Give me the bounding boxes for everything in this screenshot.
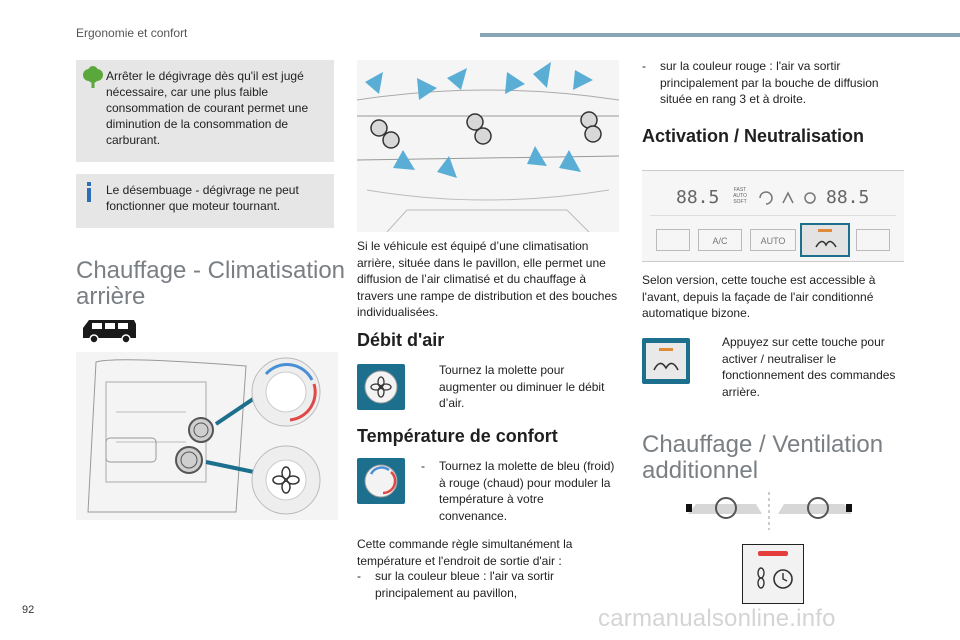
activation-title: Activation / Neutralisation bbox=[642, 126, 865, 146]
additional-title: Chauffage / Ventilation additionnel bbox=[642, 431, 884, 484]
red-setting-text: sur la couleur rouge : l'air va sortir p… bbox=[660, 59, 879, 106]
fan-speed-icon bbox=[802, 191, 818, 210]
rear-controls-button-tile bbox=[642, 338, 690, 384]
info-note-text: Le désembuage - dégivrage ne peut foncti… bbox=[106, 183, 299, 213]
watermark: carmanualsonline.info bbox=[598, 605, 836, 632]
info-icon bbox=[82, 180, 96, 208]
page-number: 92 bbox=[22, 604, 35, 616]
red-setting-item: - sur la couleur rouge : l'air va sortir… bbox=[642, 58, 904, 108]
heater-fan-icon bbox=[757, 567, 765, 589]
blue-setting-item: - sur la couleur bleue : l'air va sortir… bbox=[357, 568, 619, 601]
tree-icon bbox=[82, 66, 104, 94]
eco-note-text: Arrêter le dégivrage dès qu'il est jugé … bbox=[106, 69, 309, 147]
rear-heating-title: Chauffage - Climatisation arrière bbox=[76, 257, 346, 310]
temperature-knob-tile bbox=[357, 458, 405, 504]
blue-setting-marker: - bbox=[357, 569, 361, 583]
activation-text: Appuyez sur cette touche pour activer / … bbox=[722, 335, 896, 399]
airflow-text: Tournez la molette pour augmenter ou dim… bbox=[439, 363, 605, 410]
right-temp-readout: 88.5 bbox=[826, 187, 870, 208]
rear-defrost-button[interactable] bbox=[656, 229, 690, 251]
front-defrost-button[interactable] bbox=[856, 229, 890, 251]
airflow-knob-tile bbox=[357, 364, 405, 410]
left-temp-readout: 88.5 bbox=[676, 187, 720, 208]
comfort-temp-instruction: - Tournez la molette de bleu (froid) à r… bbox=[421, 458, 615, 524]
section-header: Ergonomie et confort bbox=[76, 26, 188, 40]
roof-vents-illustration bbox=[356, 60, 620, 237]
blue-setting-text: sur la couleur bleue : l'air va sortir p… bbox=[375, 569, 555, 600]
activation-instruction: Appuyez sur cette touche pour activer / … bbox=[704, 334, 904, 400]
rear-heating-intro: Si le véhicule est équipé d’une climatis… bbox=[357, 239, 618, 319]
recirculation-icon bbox=[758, 191, 774, 210]
front-climate-panel: 88.5 FAST AUTO SOFT 88.5 A/C AUTO bbox=[642, 170, 904, 262]
comfort-temp-note: Cette commande règle simultanément la te… bbox=[357, 537, 573, 568]
ac-button[interactable]: A/C bbox=[698, 229, 742, 251]
comfort-temp-title: Température de confort bbox=[357, 426, 558, 446]
activation-description: Selon version, cette touche est accessib… bbox=[642, 273, 876, 320]
rear-controls-illustration bbox=[76, 352, 338, 525]
header-bar bbox=[480, 33, 960, 37]
airflow-title: Débit d'air bbox=[357, 330, 445, 350]
air-distribution-icon bbox=[780, 191, 796, 210]
mode-readout: FAST AUTO SOFT bbox=[733, 187, 747, 205]
red-setting-marker: - bbox=[642, 59, 646, 73]
airflow-instruction: Tournez la molette pour augmenter ou dim… bbox=[421, 362, 615, 412]
fan-icon bbox=[370, 376, 392, 398]
auto-button[interactable]: AUTO bbox=[750, 229, 796, 251]
van-icon bbox=[80, 316, 138, 349]
rear-climate-button[interactable] bbox=[800, 223, 850, 257]
comfort-temp-marker: - bbox=[421, 459, 425, 473]
eco-note: Arrêter le dégivrage dès qu'il est jugé … bbox=[76, 60, 334, 162]
steering-wheel-illustration bbox=[686, 492, 852, 535]
additional-heater-panel bbox=[742, 544, 804, 604]
info-note: Le désembuage - dégivrage ne peut foncti… bbox=[76, 174, 334, 228]
comfort-temp-text: Tournez la molette de bleu (froid) à rou… bbox=[439, 459, 615, 523]
